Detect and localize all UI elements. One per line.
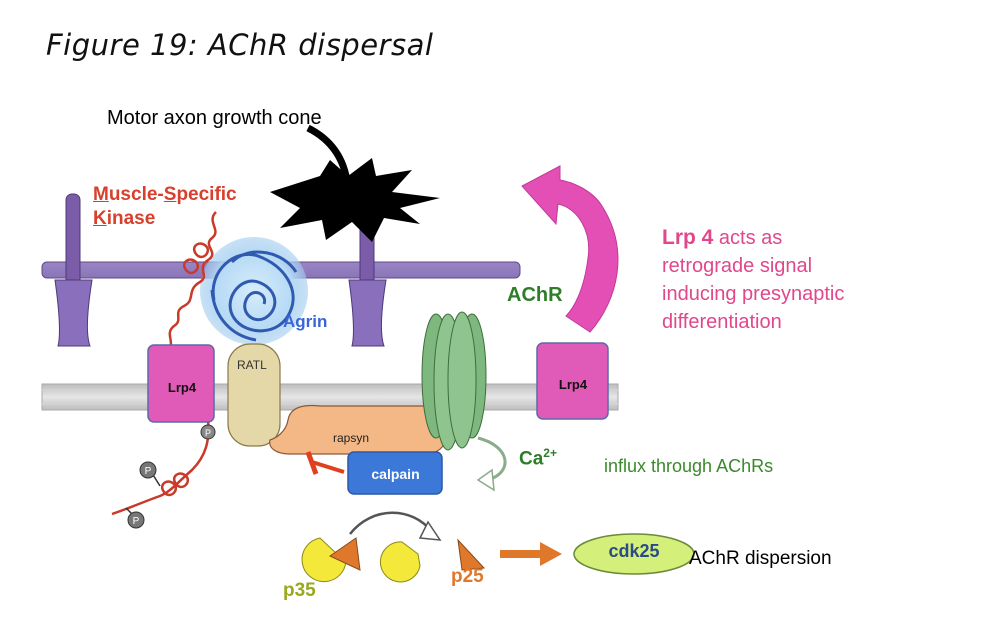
ratl xyxy=(227,343,281,447)
lrp4-left-box xyxy=(147,344,215,423)
calcium-charge: 2+ xyxy=(543,446,557,460)
achr-channel xyxy=(421,311,487,451)
lrp4-retro-line2: retrograde signal xyxy=(662,255,813,277)
inhibition-mark xyxy=(305,451,345,475)
cdk25-ellipse xyxy=(573,533,695,575)
ca-influx-arrow xyxy=(476,436,507,492)
influx-label: influx through AChRs xyxy=(604,456,774,476)
motor-axon-label: Motor axon growth cone xyxy=(107,107,322,129)
achr-label: AChR xyxy=(507,284,563,306)
lrp4-retro-line1: acts as xyxy=(713,227,783,249)
calcium-text: Ca xyxy=(519,448,544,470)
musk-initial-k: K xyxy=(93,208,107,229)
rapsyn xyxy=(269,404,448,455)
calpain-label: calpain xyxy=(371,466,420,482)
musk-text-1: uscle- xyxy=(108,184,164,205)
lrp4-retro-line4: differentiation xyxy=(662,311,782,333)
musk-initial-m: M xyxy=(93,184,109,205)
cdk25-label: cdk25 xyxy=(608,541,660,561)
p35-protein xyxy=(301,537,361,583)
ratl-label: RATL xyxy=(237,358,267,372)
phospho-group: P P P xyxy=(125,424,216,529)
lrp4-retro-bold: Lrp 4 xyxy=(662,226,714,249)
lrp4-retrograde-text: Lrp 4 acts as retrograde signal inducing… xyxy=(662,224,844,336)
calcium-label: Ca2+ xyxy=(519,446,557,470)
lrp4-right-box xyxy=(536,342,609,420)
left-pillar xyxy=(54,193,93,347)
p35-label: p35 xyxy=(283,580,316,601)
lrp4-retro-line3: inducing presynaptic xyxy=(662,283,845,305)
agrin xyxy=(200,237,308,345)
musk-initial-s: S xyxy=(163,184,177,205)
p25-label: p25 xyxy=(451,566,484,587)
retrograde-arrow xyxy=(521,165,619,333)
lrp4-right-label: Lrp4 xyxy=(558,377,588,392)
p25-pacman xyxy=(379,541,421,583)
lrp4-left-label: Lrp4 xyxy=(167,380,197,395)
musk-text-2: pecific xyxy=(176,184,237,205)
figure-title: Figure 19: AChR dispersal xyxy=(46,28,434,62)
phospho-label-1: P xyxy=(205,428,211,438)
calpain-box xyxy=(347,451,443,495)
achr-dispersion-label: AChR dispersion xyxy=(689,548,832,569)
musk-kinase xyxy=(111,211,217,516)
phospho-label-3: P xyxy=(133,516,140,527)
orange-arrow xyxy=(500,542,562,566)
musk-text-3: inase xyxy=(106,208,156,229)
conversion-arrow xyxy=(349,511,442,541)
rapsyn-label: rapsyn xyxy=(333,431,370,445)
phospho-label-2: P xyxy=(145,466,152,477)
growth-cone xyxy=(270,124,440,242)
musk-label: Muscle-Specific Kinase xyxy=(93,183,237,231)
p25-triangle xyxy=(457,538,486,571)
agrin-label: Agrin xyxy=(283,312,328,331)
